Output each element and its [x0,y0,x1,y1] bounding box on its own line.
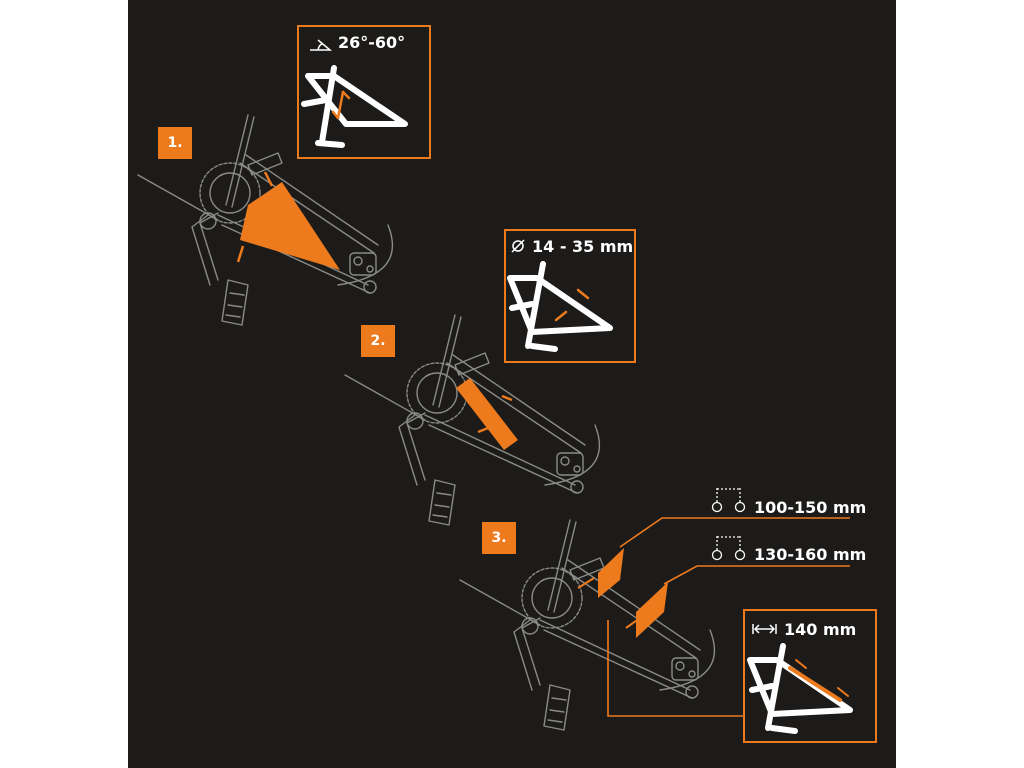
length-icon [752,624,777,634]
diameter-icon [511,239,525,253]
illustration-canvas: 1. 2. 3. 26°-60° 14 - 35 mm 100-150 mm 1… [128,0,896,768]
spacing-spec-label-1: 100-150 mm [754,498,867,517]
step-3-badge: 3. [482,522,516,554]
spacing-icon [711,486,746,561]
mounting-diagram [137,25,877,743]
step-1-badge: 1. [158,127,192,159]
step2-inset-frame [504,229,636,363]
length-spec-label: 140 mm [784,620,857,639]
step2-inset-frame-drawing [507,261,613,352]
angle-spec-label: 26°-60° [338,33,406,52]
step2-bike [344,314,601,526]
spacing-spec-label-2: 130-160 mm [754,545,867,564]
callout-lines [607,517,850,717]
diameter-spec-label: 14 - 35 mm [532,237,634,256]
angle-icon [310,39,333,51]
step1-inset-frame-drawing [301,65,408,148]
step1-bike [137,114,394,326]
step3-inset-frame [743,609,877,743]
step3-bike [459,519,716,731]
step-2-badge: 2. [361,325,395,357]
step1-inset-frame [297,25,431,159]
step3-inset-frame-drawing [747,643,853,734]
